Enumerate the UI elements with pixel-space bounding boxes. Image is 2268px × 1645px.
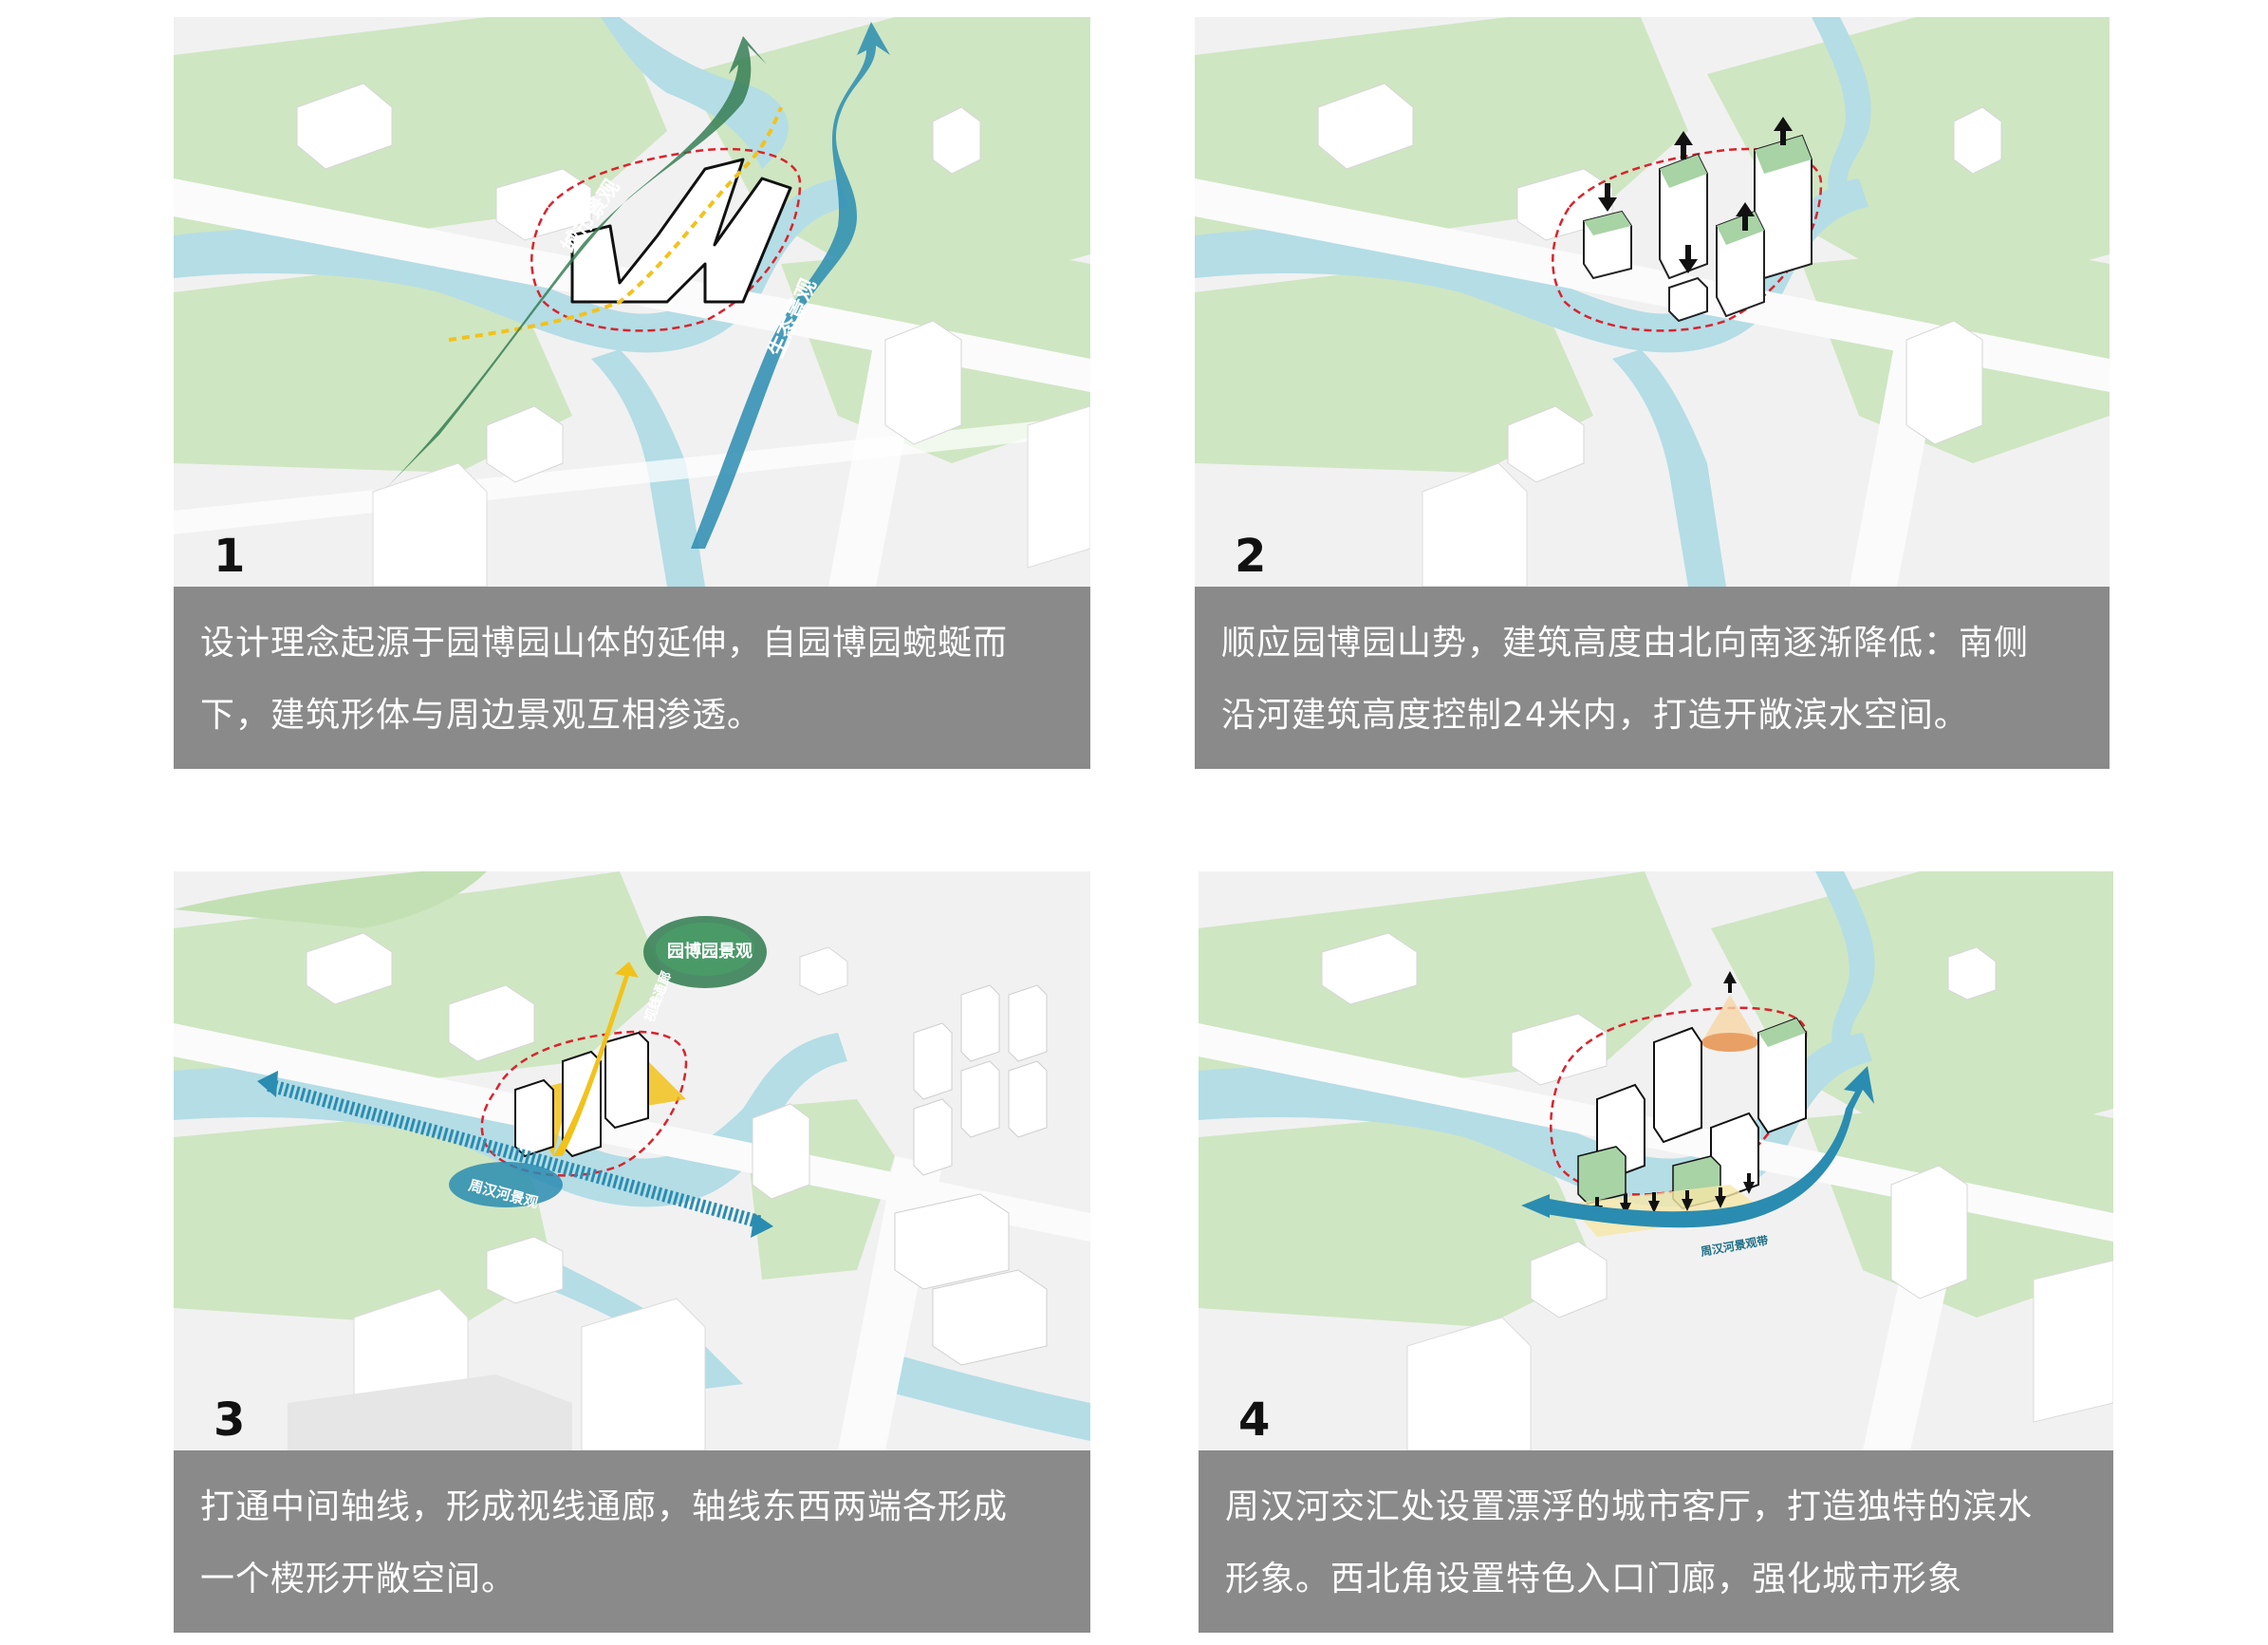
caption-1: 设计理念起源于园博园山体的延伸，自园博园蜿蜒而 下，建筑形体与周边景观互相渗透。: [174, 587, 1090, 769]
caption-3: 打通中间轴线，形成视线通廊，轴线东西两端各形成 一个楔形开敞空间。: [174, 1450, 1090, 1633]
step-number-3: 3: [214, 1393, 246, 1447]
site-plan-2-svg: [1195, 17, 2110, 587]
site-plan-2: 2: [1195, 17, 2110, 587]
step-number-4: 4: [1238, 1393, 1271, 1447]
label-park-landscape: 园博园景观: [667, 941, 753, 962]
caption-1-line-2: 下，建筑形体与周边景观互相渗透。: [200, 696, 763, 735]
site-plan-3: 园博园景观 视线通廊 周汉河景观 3: [174, 871, 1090, 1450]
caption-2-line-1: 顺应园博园山势，建筑高度由北向南逐渐降低：南侧: [1221, 624, 2030, 663]
site-plan-4: 周汉河景观带 4: [1199, 871, 2113, 1450]
site-plan-3-svg: 园博园景观 视线通廊 周汉河景观: [174, 871, 1090, 1450]
panel-3: 园博园景观 视线通廊 周汉河景观 3 打通中间轴线，形成视线通廊，轴线东西两端各…: [174, 871, 1090, 1633]
step-number-1: 1: [214, 530, 246, 583]
caption-3-line-2: 一个楔形开敞空间。: [200, 1560, 517, 1598]
caption-4: 周汉河交汇处设置漂浮的城市客厅，打造独特的滨水 形象。西北角设置特色入口门廊，强…: [1199, 1450, 2113, 1633]
caption-3-line-1: 打通中间轴线，形成视线通廊，轴线东西两端各形成: [200, 1487, 1009, 1526]
site-plan-4-svg: 周汉河景观带: [1199, 871, 2113, 1450]
caption-4-line-2: 形象。西北角设置特色入口门廊，强化城市形象: [1225, 1560, 1963, 1598]
site-plan-1-svg: 城市景观 生态景观: [174, 17, 1090, 587]
caption-1-line-1: 设计理念起源于园博园山体的延伸，自园博园蜿蜒而: [200, 624, 1009, 663]
step-number-2: 2: [1235, 530, 1267, 583]
panel-4: 周汉河景观带 4 周汉河交汇处设置漂浮的城市客厅，打造独特的滨水 形象。西北角设…: [1199, 871, 2113, 1633]
panel-2: 2 顺应园博园山势，建筑高度由北向南逐渐降低：南侧 沿河建筑高度控制24米内，打…: [1195, 17, 2110, 769]
site-plan-1: 城市景观 生态景观 1: [174, 17, 1090, 587]
caption-2: 顺应园博园山势，建筑高度由北向南逐渐降低：南侧 沿河建筑高度控制24米内，打造开…: [1195, 587, 2110, 769]
panel-1: 城市景观 生态景观 1 设计理念起源于园博园山体的延伸，自园博园蜿蜒而 下，建筑…: [174, 17, 1090, 769]
caption-4-line-1: 周汉河交汇处设置漂浮的城市客厅，打造独特的滨水: [1225, 1487, 2034, 1526]
caption-2-line-2: 沿河建筑高度控制24米内，打造开敞滨水空间。: [1221, 696, 1969, 735]
